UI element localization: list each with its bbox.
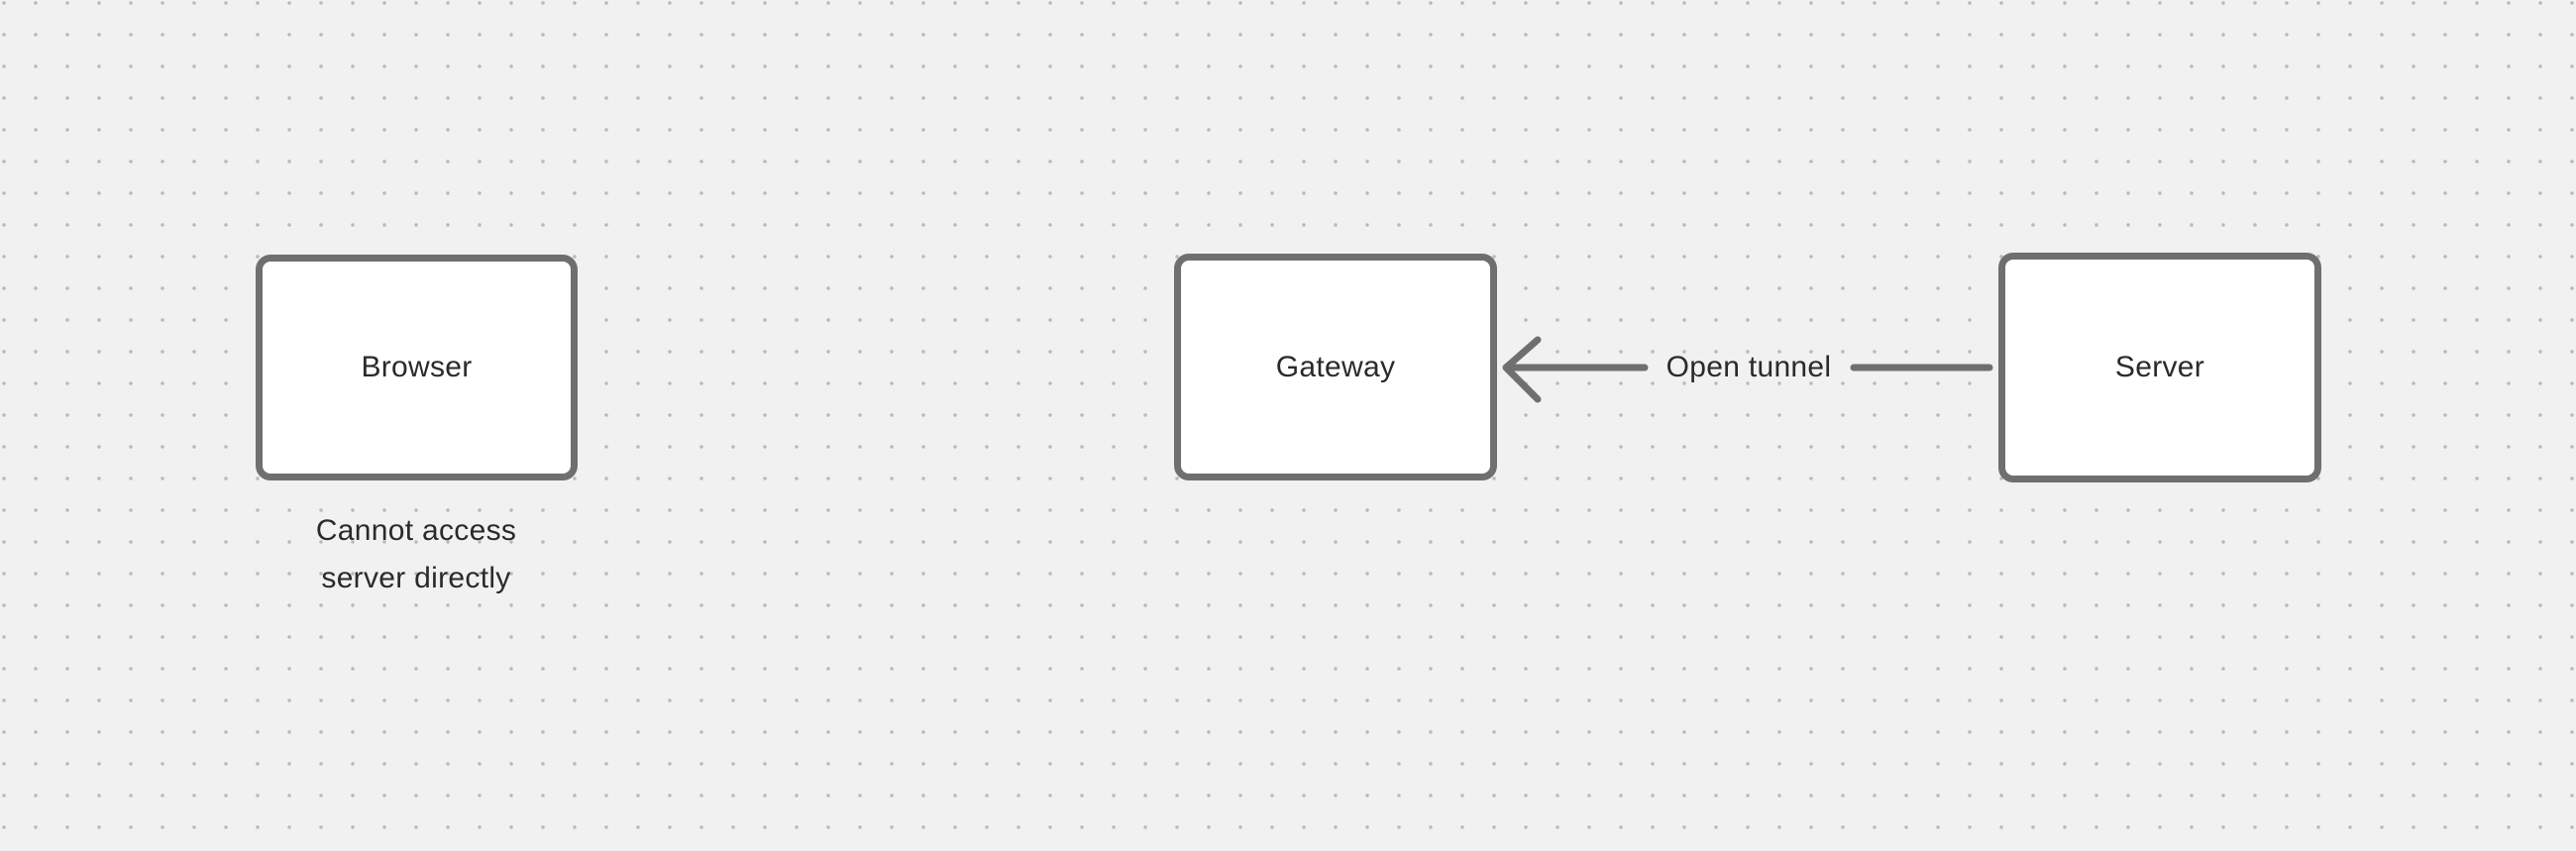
edge-label-text: Open tunnel [1665,351,1832,383]
node-gateway[interactable]: Gateway [1174,254,1497,480]
arrowhead-icon [1502,336,1542,403]
node-server-label: Server [2114,351,2205,383]
caption-browser-note[interactable]: Cannot access server directly [243,507,590,602]
caption-line-1: Cannot access [315,514,517,547]
edge-label[interactable]: Open tunnel [1640,344,1858,391]
node-browser-label: Browser [361,351,473,383]
caption-line-2: server directly [321,562,511,594]
node-server[interactable]: Server [1998,253,2321,482]
node-browser[interactable]: Browser [256,255,578,480]
node-gateway-label: Gateway [1275,350,1396,383]
